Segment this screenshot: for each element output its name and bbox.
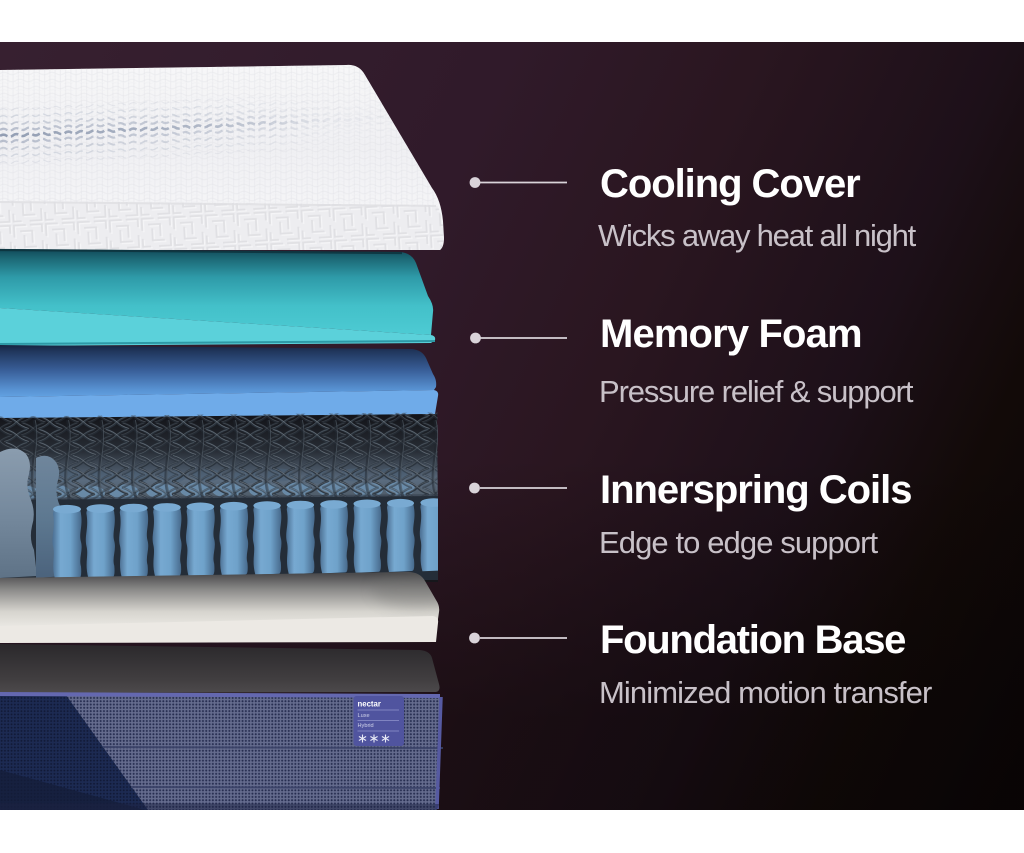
- svg-text:nectar: nectar: [358, 700, 381, 709]
- svg-text:Luxe: Luxe: [358, 713, 370, 719]
- svg-text:Hybrid: Hybrid: [358, 723, 374, 729]
